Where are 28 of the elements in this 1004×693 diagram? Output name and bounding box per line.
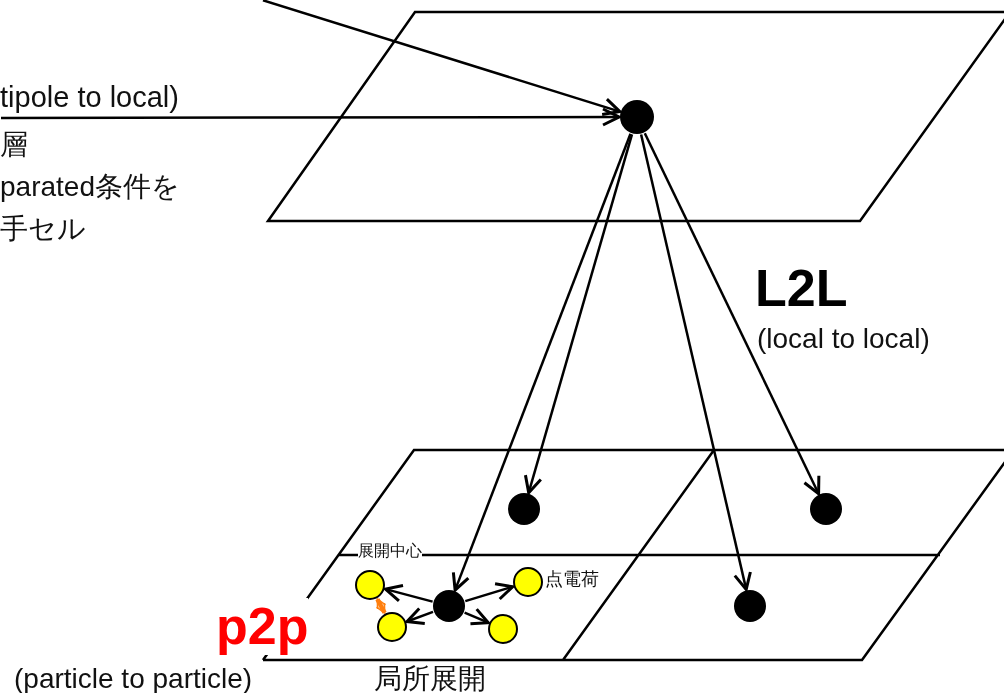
particle-circle [377,612,407,642]
region-label: 局所展開 [374,664,486,693]
operation-title: p2p [216,598,309,656]
arrow [643,132,821,496]
arrow [464,607,490,626]
arrow [1,107,621,127]
edge-label: tipole to local) [0,82,179,114]
arrow [375,598,387,614]
arrow [405,606,434,625]
arrow [451,133,632,592]
note-text: 層 [0,130,28,161]
arrow [262,0,622,116]
expansion-center-dot [433,590,465,622]
arrow [384,583,433,603]
note-text: parated条件を [0,172,180,203]
arrow [464,582,515,603]
expansion-center-dot [620,100,654,134]
expansion-center-dot [508,493,540,525]
arrow [523,133,634,495]
particle-circle [488,614,518,644]
annotation-text: 点電荷 [545,570,599,590]
note-text: 手セル [0,214,86,245]
particle-circle [355,570,385,600]
particle-circle [513,567,543,597]
arrow [639,134,752,591]
annotation-text: 展開中心 [358,542,422,560]
expansion-center-dot [810,493,842,525]
expansion-center-dot [734,590,766,622]
